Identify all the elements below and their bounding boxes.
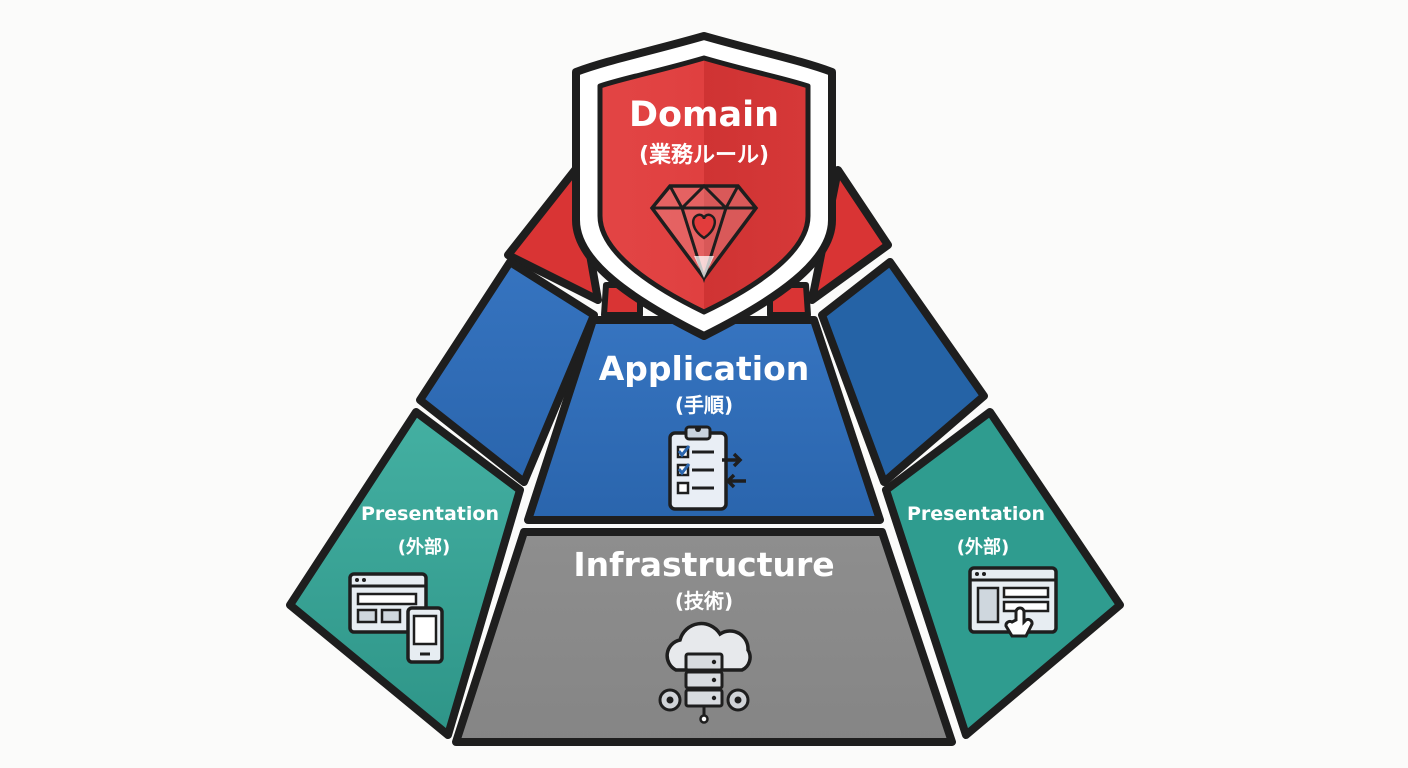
web-mobile-devices-icon [348,572,444,664]
presentation-right-layer: Presentation (外部) [882,408,1124,739]
presentation-right-subtitle: (外部) [957,536,1009,558]
infrastructure-subtitle: (技術) [675,589,733,613]
checklist-clipboard-icon [668,425,746,511]
application-side-panels [416,258,988,486]
presentation-left-subtitle: (外部) [398,536,450,558]
presentation-right-title: Presentation [907,503,1045,525]
presentation-left-title: Presentation [361,503,499,525]
application-subtitle: (手順) [675,393,733,417]
application-side-left [416,258,598,486]
domain-layer: Domain (業務ルール) [572,32,836,340]
heart-gem-icon [649,183,759,284]
infrastructure-title: Infrastructure [573,545,834,584]
domain-subtitle: (業務ルール) [639,142,769,168]
application-side-right [818,258,988,486]
infrastructure-layer: Infrastructure (技術) [452,528,956,746]
application-layer: Application (手順) [524,316,884,524]
application-title: Application [599,349,810,388]
web-form-click-icon [968,566,1058,638]
cloud-server-gears-icon [658,621,752,724]
presentation-left-layer: Presentation (外部) [286,408,524,739]
domain-title: Domain [629,95,779,135]
